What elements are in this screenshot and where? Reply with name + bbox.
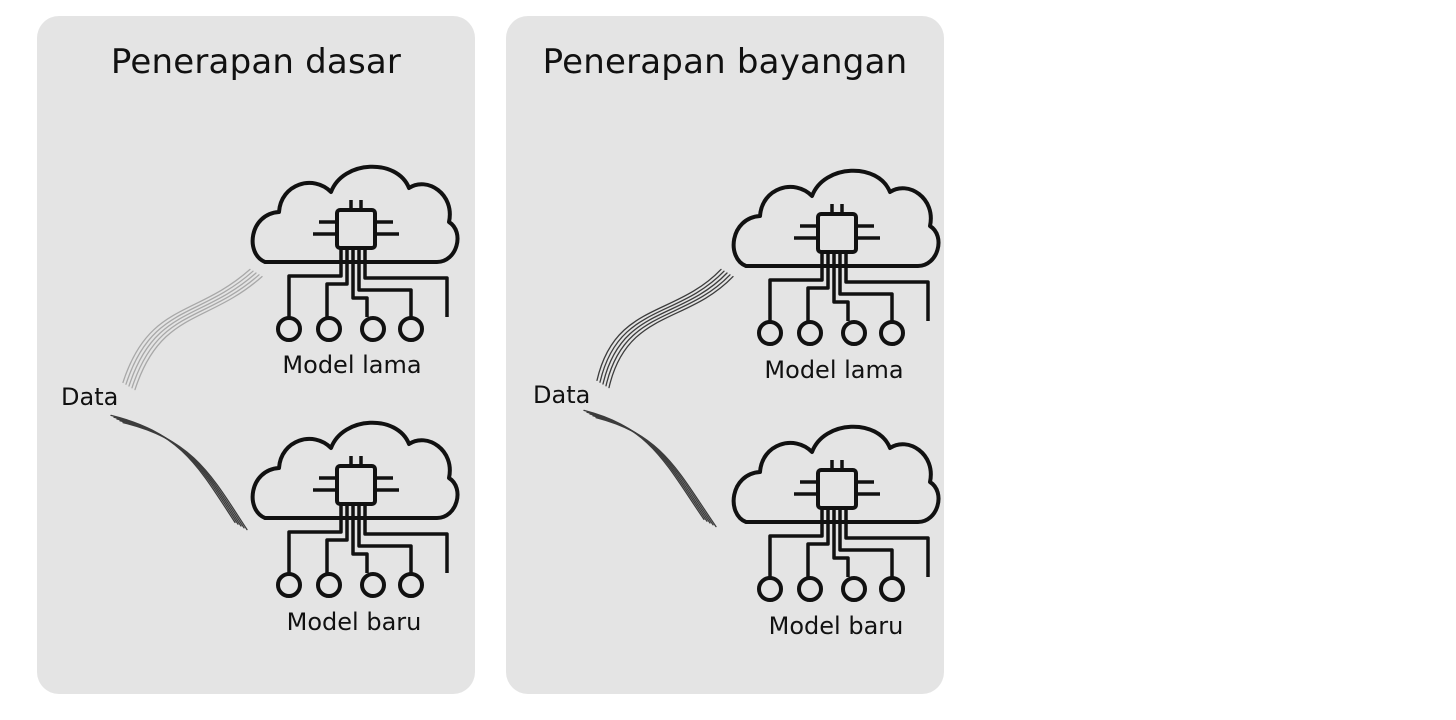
panel-title: Penerapan dasar	[110, 42, 402, 82]
data-flow-strand	[589, 413, 711, 524]
data-flow-strand	[110, 414, 236, 524]
data-label: Data	[61, 383, 118, 411]
data-flow-to-old-model	[596, 268, 734, 389]
data-flow-strand	[599, 270, 725, 383]
data-flow-to-new-model	[110, 414, 248, 531]
data-flow-strand	[595, 416, 717, 528]
data-flow-strand	[583, 409, 705, 521]
data-flow-strand	[119, 420, 245, 529]
cloud-chip-icon	[731, 168, 941, 346]
data-flow-strand	[602, 272, 728, 385]
data-flow-strand	[116, 418, 242, 527]
model-old-label: Model lama	[764, 356, 903, 384]
model-old-label: Model lama	[282, 351, 421, 379]
data-flow-strand	[128, 272, 257, 387]
data-label: Data	[533, 381, 590, 409]
data-flow-strand	[134, 275, 263, 391]
data-flow-strand	[122, 268, 251, 384]
panel-title: Penerapan bayangan	[542, 42, 908, 82]
data-flow-strand	[608, 275, 734, 389]
data-flow-to-new-model	[583, 409, 717, 528]
data-flow-strand	[131, 274, 260, 389]
data-flow-strand	[596, 268, 722, 382]
data-flow-to-old-model	[122, 268, 263, 391]
data-flow-strand	[592, 415, 714, 526]
data-flow-strand	[586, 411, 708, 522]
panel-basic-deployment: Penerapan dasar Data Model lama Model ba…	[37, 16, 475, 694]
cloud-chip-icon	[731, 424, 941, 602]
panel-shadow-deployment: Penerapan bayangan Data Model lama Model…	[506, 16, 944, 694]
cloud-chip-icon	[250, 420, 460, 598]
panel-diagram: Data Model lama Model baru	[533, 168, 941, 640]
data-flow-strand	[125, 270, 254, 385]
panel-diagram: Data Model lama Model baru	[61, 164, 460, 636]
model-new-label: Model baru	[287, 608, 422, 636]
cloud-chip-icon	[250, 164, 460, 342]
data-flow-strand	[605, 274, 731, 387]
model-new-label: Model baru	[769, 612, 904, 640]
data-flow-strand	[113, 416, 239, 525]
data-flow-strand	[122, 421, 248, 531]
